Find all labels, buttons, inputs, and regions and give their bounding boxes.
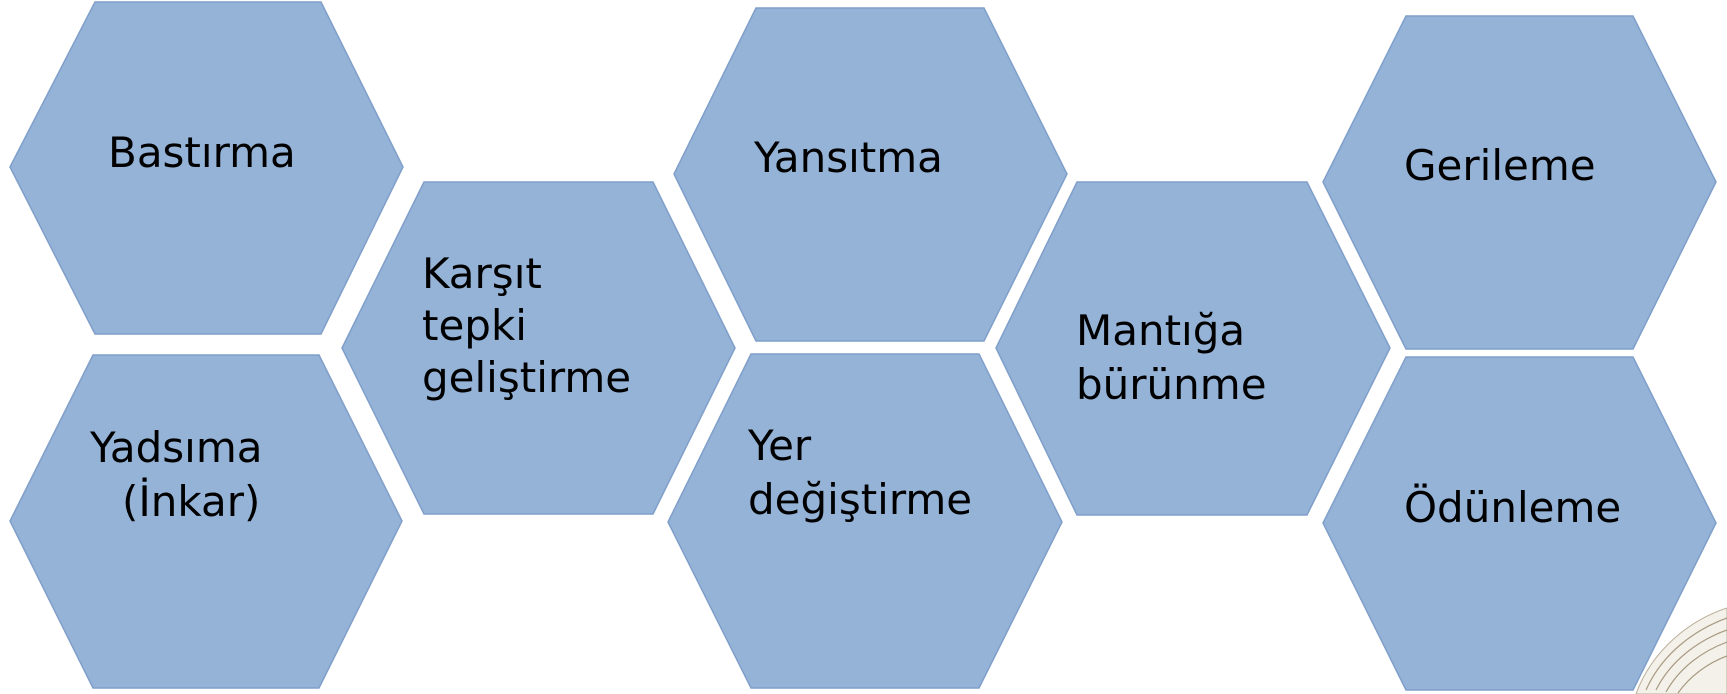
hexagon-label: Karşıt tepki geliştirme <box>422 249 631 402</box>
hexagon-yadsima: Yadsıma (İnkar) <box>9 354 403 689</box>
hexagon-label: Yadsıma (İnkar) <box>89 423 276 526</box>
hexagon-label: Yansıtma <box>753 133 943 182</box>
hexagon-odunleme: Ödünleme <box>1322 356 1717 691</box>
hexagon-label: Gerileme <box>1404 141 1596 190</box>
hexagon-label: Mantığa bürünme <box>1076 306 1267 409</box>
hexagon-gerileme: Gerileme <box>1322 15 1717 350</box>
hexagon-label: Ödünleme <box>1404 482 1621 532</box>
hexagon-bastirma: Bastırma <box>9 1 404 335</box>
hexagon-mantiga-burunme: Mantığa bürünme <box>995 181 1391 516</box>
hexagon-label: Yer değiştirme <box>747 421 972 524</box>
hexagon-karsit-tepki-gelistirme: Karşıt tepki geliştirme <box>341 181 736 515</box>
hexagon-label: Bastırma <box>108 128 296 177</box>
hexagon-yer-degistirme: Yer değiştirme <box>667 353 1063 689</box>
hexagon-yansitma: Yansıtma <box>673 7 1068 342</box>
